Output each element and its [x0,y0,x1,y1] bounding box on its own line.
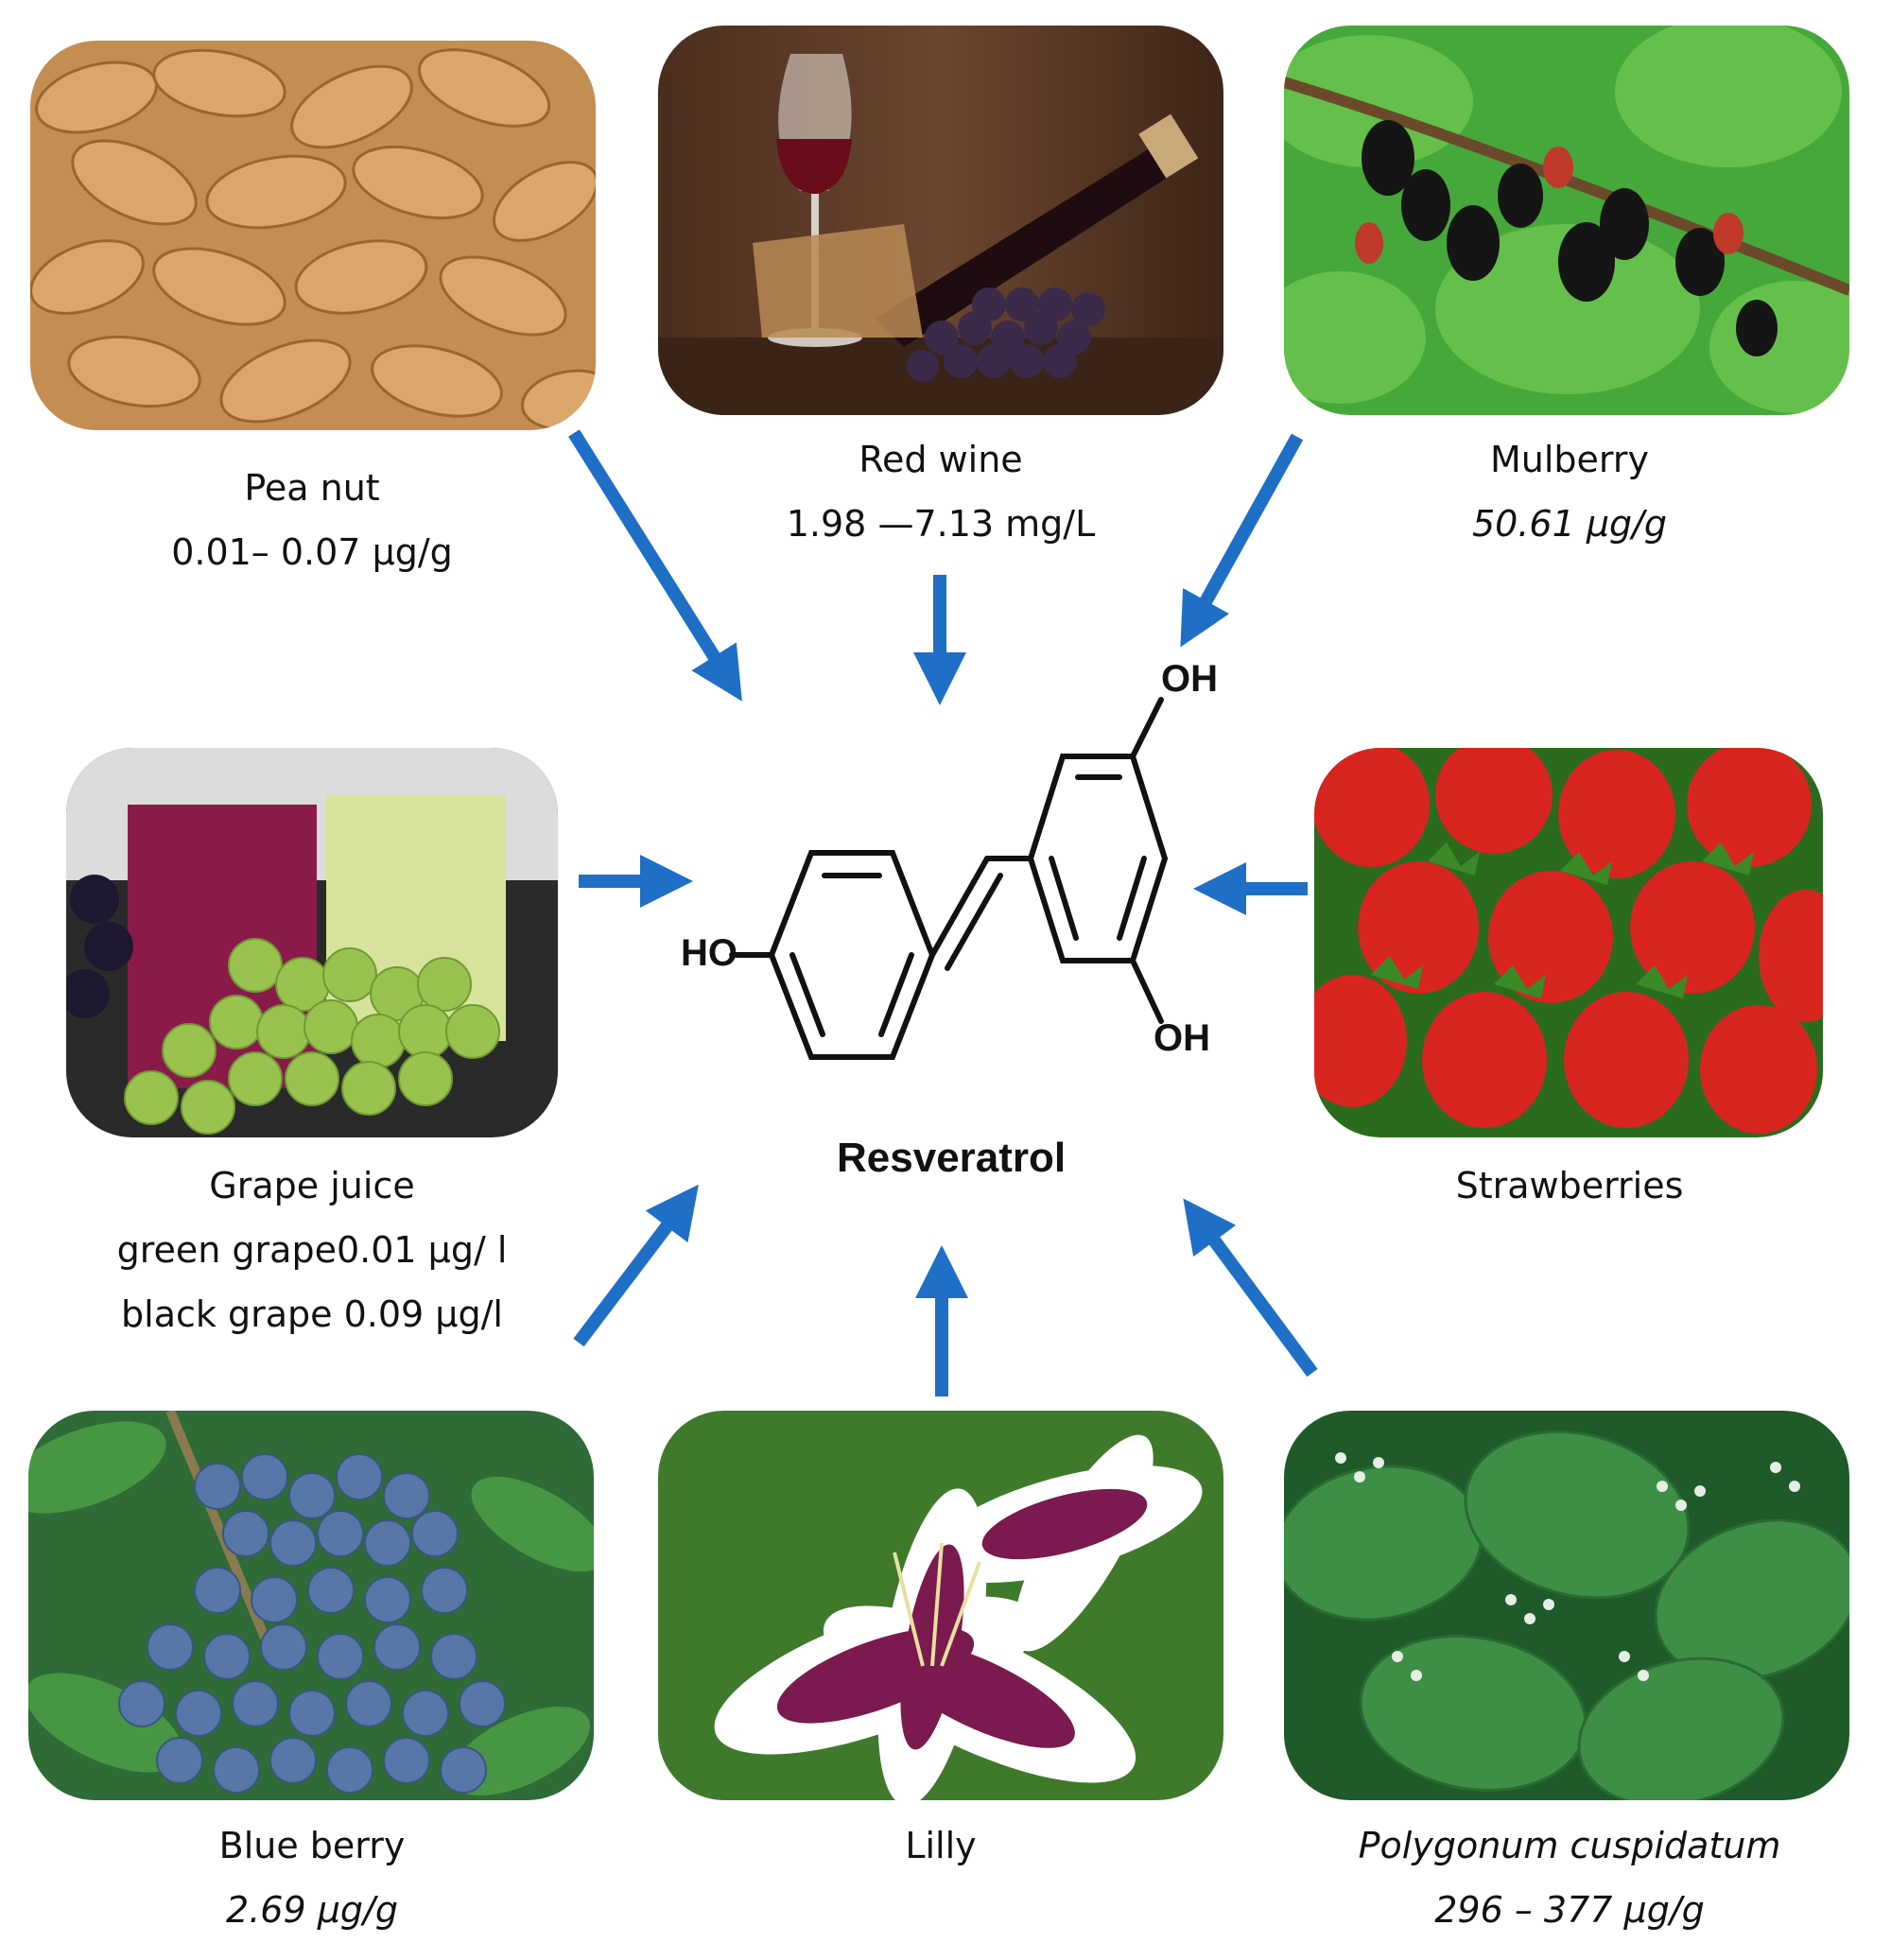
lilly-photo [658,1411,1223,1800]
source-name-strawberries: Strawberries [1455,1165,1684,1206]
caption-lilly: Lilly [752,1813,1130,1878]
caption-grape-juice: Grape juice green grape0.01 μg/ l black … [95,1153,529,1346]
strawberries-photo [1314,748,1823,1137]
source-value-green-grape: green grape0.01 μg/ l [116,1229,508,1271]
molecule-bonds [729,697,1169,1060]
source-name-mulberry: Mulberry [1490,439,1649,480]
caption-blueberry: Blue berry 2.69 μg/g [123,1813,501,1942]
arrow-from-blueberry [573,1184,699,1347]
mulberry-photo [1284,26,1849,415]
caption-peanut: Pea nut 0.01– 0.07 μg/g [123,456,501,584]
blueberry-photo [28,1411,594,1800]
source-name-peanut: Pea nut [244,467,380,509]
grape-juice-photo [66,748,558,1137]
arrow-from-mulberry [1180,433,1304,648]
source-value-red-wine: 1.98 —7.13 mg/L [786,503,1096,545]
source-name-polygonum: Polygonum cuspidatum [1358,1825,1781,1866]
arrow-from-peanut [568,429,742,702]
caption-red-wine: Red wine 1.98 —7.13 mg/L [737,427,1144,556]
caption-polygonum: Polygonum cuspidatum 296 – 377 μg/g [1324,1813,1815,1942]
source-name-grape-juice: Grape juice [209,1165,415,1206]
resveratrol-structure: OH HO OH Resveratrol [662,643,1229,1210]
caption-strawberries: Strawberries [1380,1153,1759,1218]
source-name-blueberry: Blue berry [218,1825,406,1866]
source-name-red-wine: Red wine [859,439,1023,480]
source-value-mulberry: 50.61 μg/g [1471,503,1668,545]
source-name-lilly: Lilly [905,1825,977,1866]
caption-mulberry: Mulberry 50.61 μg/g [1380,427,1759,556]
oh-bottom-label: OH [1154,1017,1210,1059]
red-wine-photo [658,26,1223,415]
compound-name: Resveratrol [837,1135,1067,1181]
source-value-peanut: 0.01– 0.07 μg/g [171,531,453,573]
oh-top-label: OH [1161,658,1218,700]
arrow-from-polygonum [1183,1198,1318,1378]
source-value-black-grape: black grape 0.09 μg/l [121,1293,503,1335]
polygonum-photo [1284,1411,1849,1800]
source-value-polygonum: 296 – 377 μg/g [1434,1889,1705,1931]
source-value-blueberry: 2.69 μg/g [226,1889,398,1931]
ho-left-label: HO [681,932,737,974]
peanut-photo [30,41,596,430]
